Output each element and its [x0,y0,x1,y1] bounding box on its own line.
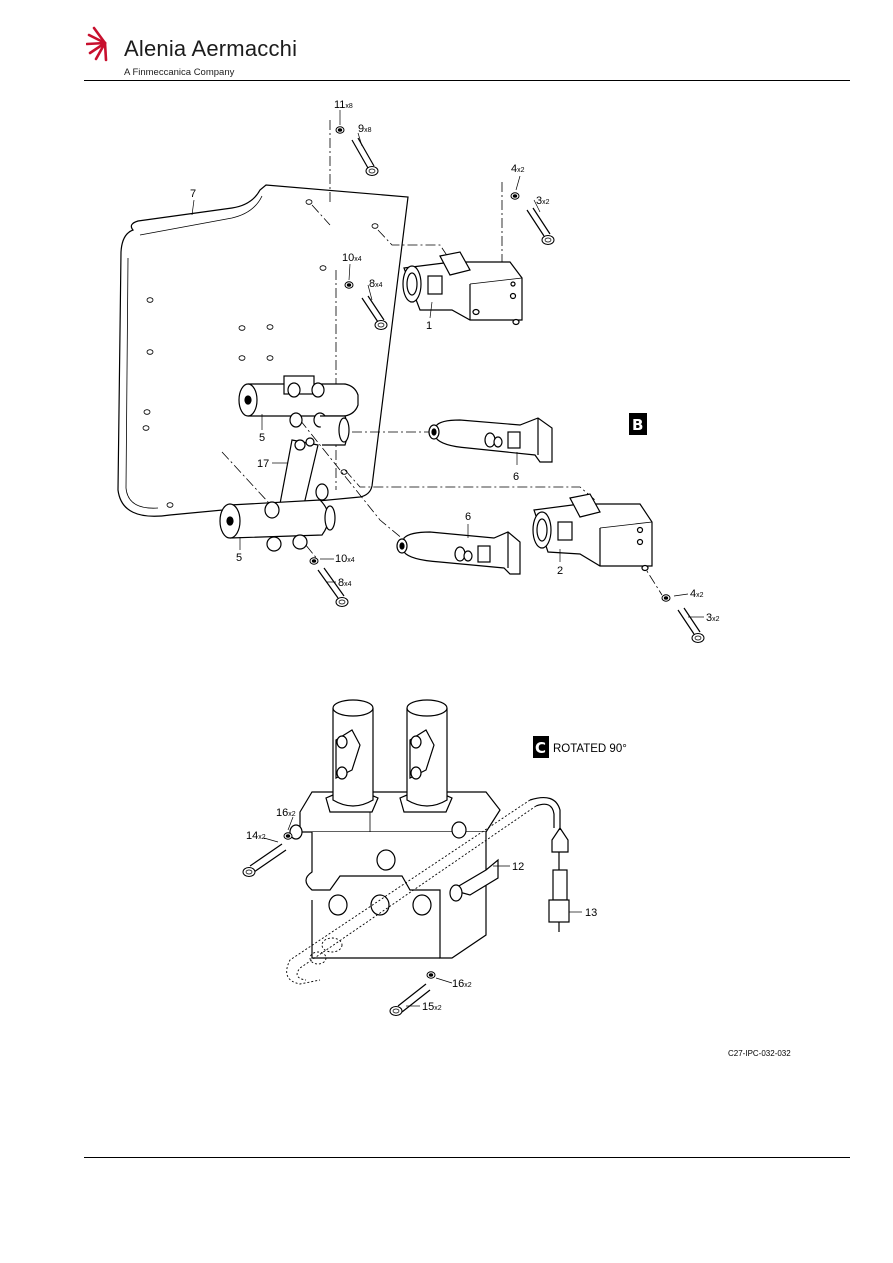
callout-9: 9x8 [358,123,372,135]
brand-name: Alenia Aermacchi [124,36,298,61]
callout-4-upper: 4x2 [511,163,525,175]
callout-3-upper: 3x2 [536,195,550,207]
callout-5-upper: 5 [259,432,265,444]
callout-3-lower: 3x2 [706,612,720,624]
component-5-upper [238,375,359,446]
callout-5-lower: 5 [236,552,242,564]
callout-10-lower: 10x4 [335,553,355,565]
figure-reference: C27-IPC-032-032 [728,1049,791,1058]
component-6-lower [396,531,521,575]
callout-10-upper: 10x4 [342,252,362,264]
callout-16-upper: 16x2 [276,807,296,819]
component-2 [532,493,653,572]
alenia-logo-icon [86,26,108,62]
callout-8-upper: 8x4 [369,278,383,290]
callout-13: 13 [585,907,597,919]
footer-rule [84,1157,850,1158]
callout-15: 15x2 [422,1001,442,1013]
view-c-drawing [242,699,582,1017]
view-c-caption: ROTATED 90° [553,743,627,755]
callout-11: 11x8 [334,99,353,111]
view-c-marker [533,736,549,758]
view-b-marker [629,413,647,435]
brand-tagline: A Finmeccanica Company [124,67,235,78]
callout-6-lower: 6 [465,511,471,523]
component-5-lower [219,483,336,552]
view-c-letter: C [535,739,546,757]
component-6-upper [428,417,553,463]
callout-16-lower: 16x2 [452,978,472,990]
callout-7: 7 [190,188,196,200]
view-b-letter: B [632,416,643,434]
callout-8-lower: 8x4 [338,577,352,589]
callout-6-upper: 6 [513,471,519,483]
component-1 [402,251,523,326]
view-c-callouts: 16x2 14x2 12 13 16x2 15x2 [246,807,597,1013]
callout-1: 1 [426,320,432,332]
page-header: Alenia Aermacchi A Finmeccanica Company [0,0,893,82]
callout-2: 2 [557,565,563,577]
callout-12: 12 [512,861,524,873]
callout-17: 17 [257,458,269,470]
callout-4-lower: 4x2 [690,588,704,600]
header-rule [84,80,850,81]
view-b-drawing [117,110,705,644]
view-b-callouts: 11x8 9x8 7 4x2 3x2 10x4 8x4 1 5 17 6 6 5… [190,99,720,624]
callout-14: 14x2 [246,830,266,842]
